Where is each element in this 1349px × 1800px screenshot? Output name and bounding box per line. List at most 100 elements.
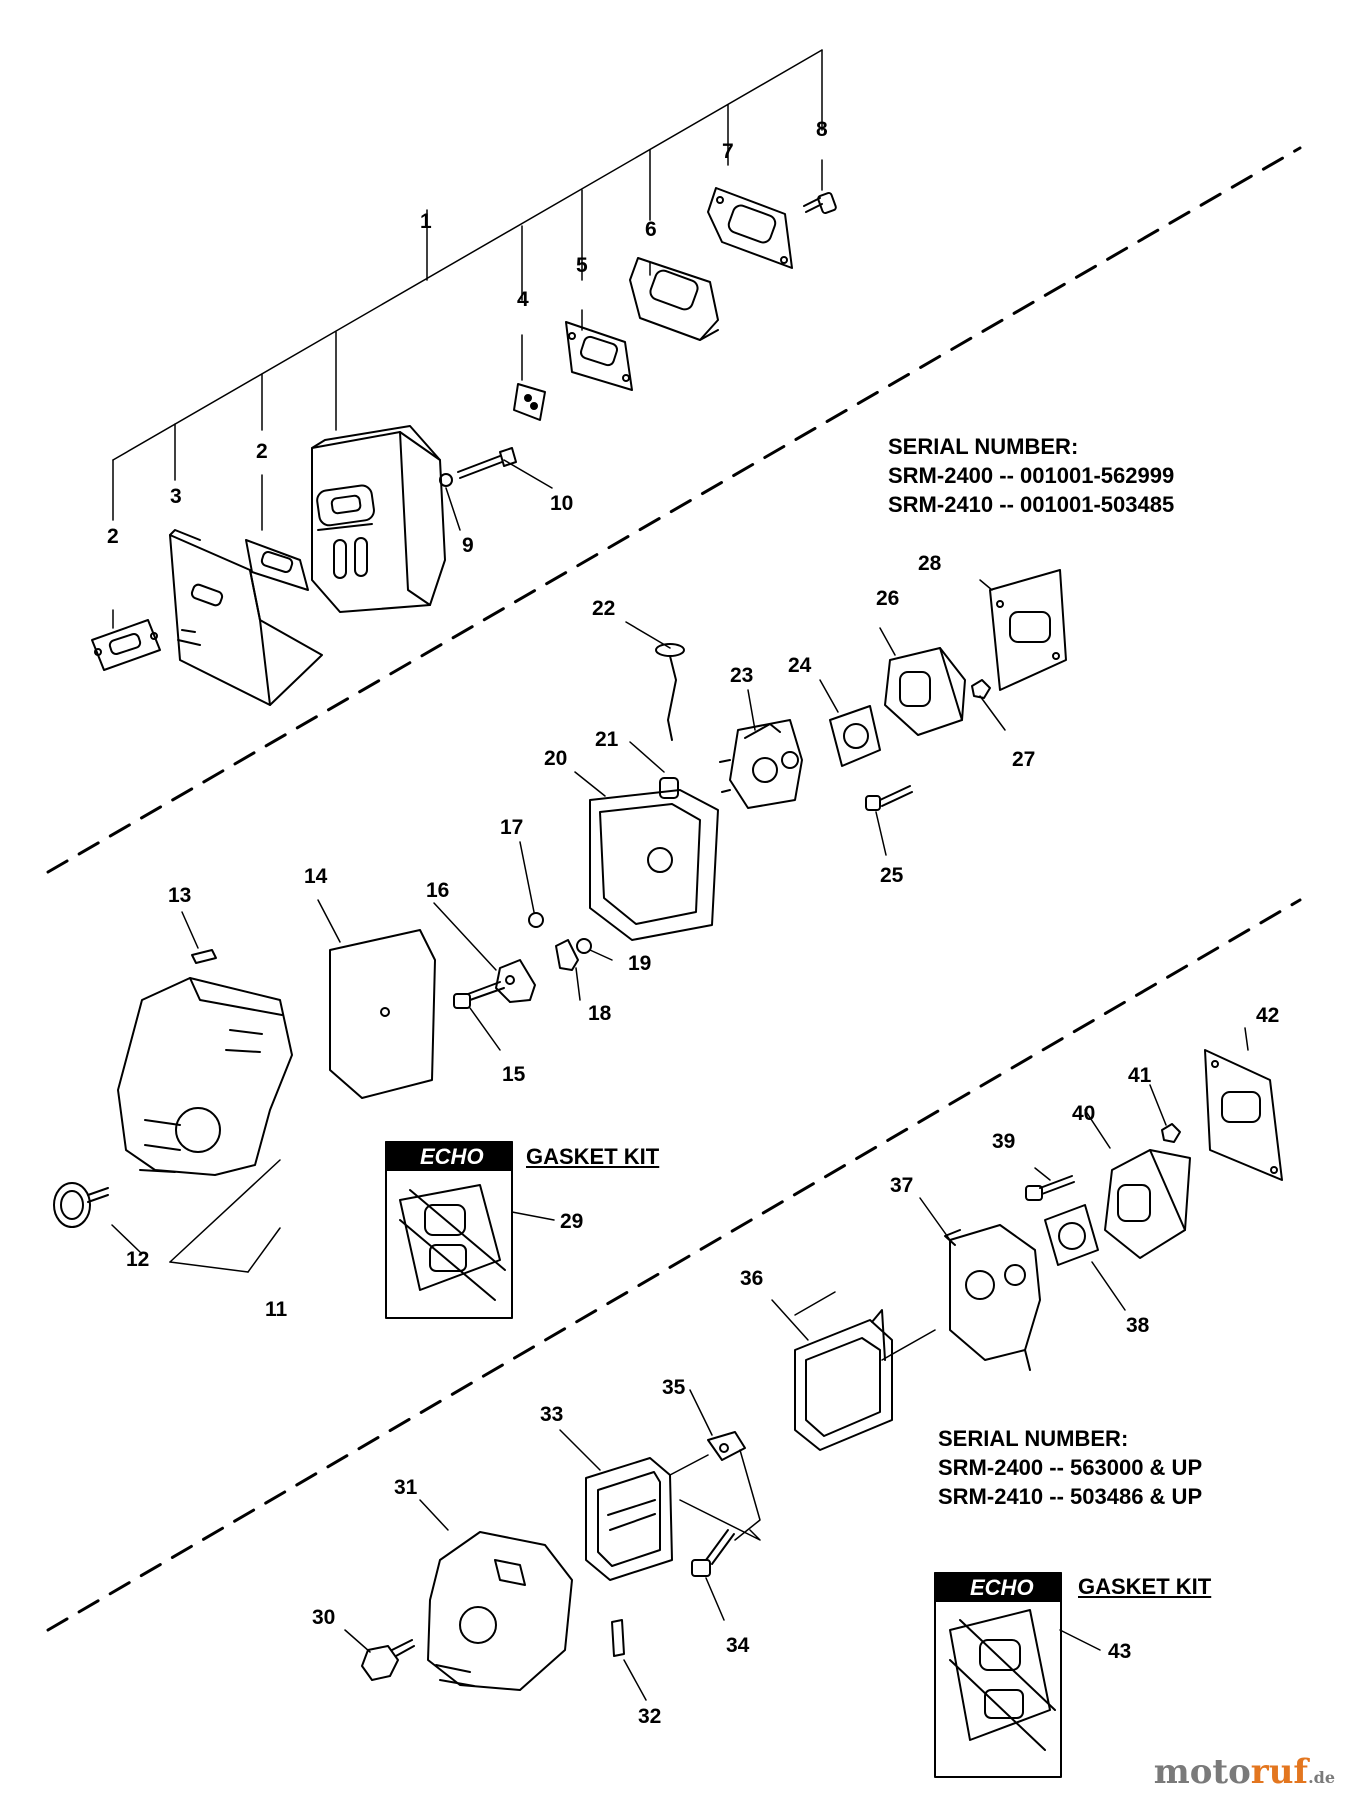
part-10-bolt — [457, 447, 517, 479]
part-20-air-filter-case — [589, 789, 719, 941]
gasket-kit-43-title: GASKET KIT — [1078, 1574, 1212, 1599]
part-39-bolt — [1025, 1175, 1075, 1201]
callout-35: 35 — [662, 1376, 686, 1399]
callout-2b: 2 — [256, 440, 268, 463]
part-6-cover-plate — [629, 257, 719, 341]
echo-logo-kit-29: ECHO — [420, 1144, 484, 1169]
callout-9: 9 — [462, 534, 474, 557]
part-26-insulator — [884, 647, 966, 736]
callout-3: 3 — [170, 485, 182, 508]
callout-4: 4 — [517, 288, 529, 311]
part-7-gasket — [707, 187, 793, 269]
callout-34: 34 — [726, 1634, 750, 1657]
part-4-screen — [513, 383, 546, 421]
callout-14: 14 — [304, 865, 328, 888]
callout-28: 28 — [918, 552, 942, 575]
part-8-bolt — [803, 191, 837, 215]
callout-43: 43 — [1108, 1640, 1131, 1663]
part-16-bracket — [495, 959, 536, 1003]
callout-41: 41 — [1128, 1064, 1152, 1087]
callout-36: 36 — [740, 1267, 763, 1290]
callout-19: 19 — [628, 952, 651, 975]
watermark-part1: moto — [1153, 1752, 1251, 1792]
part-37-carburetor — [944, 1224, 1041, 1371]
callout-18: 18 — [588, 1002, 612, 1025]
callout-16: 16 — [426, 879, 449, 902]
callout-24: 24 — [788, 654, 812, 677]
callout-21: 21 — [595, 728, 619, 751]
part-42-gasket — [1204, 1049, 1283, 1181]
part-32-label-tag — [611, 1619, 625, 1657]
gasket-kit-29-title: GASKET KIT — [526, 1144, 660, 1169]
callout-27: 27 — [1012, 748, 1035, 771]
callout-7: 7 — [722, 140, 734, 163]
gasket-kit-29-box — [385, 1141, 513, 1319]
callout-31: 31 — [394, 1476, 418, 1499]
serial-2-heading: SERIAL NUMBER: — [938, 1426, 1129, 1451]
watermark-part2: ruf — [1250, 1752, 1309, 1792]
serial-2-srm2400: SRM-2400 -- 563000 & UP — [938, 1455, 1203, 1480]
part-38-gasket — [1044, 1204, 1099, 1266]
callout-26: 26 — [876, 587, 899, 610]
part-14-filter — [329, 929, 436, 1099]
part-15-bolt — [453, 981, 505, 1009]
part-31-air-cleaner-cover — [427, 1531, 573, 1691]
part-2-gasket-middle — [245, 539, 309, 591]
part-34-bolt — [691, 1529, 735, 1577]
serial-block-1: SERIAL NUMBER: SRM-2400 -- 001001-562999… — [888, 432, 1174, 519]
part-36-air-filter-case — [794, 1309, 893, 1451]
watermark-suffix: .de — [1308, 1768, 1335, 1787]
part-28-gasket — [989, 569, 1067, 691]
part-41-nut — [1161, 1123, 1181, 1143]
callout-8: 8 — [816, 118, 828, 141]
serial-1-heading: SERIAL NUMBER: — [888, 434, 1079, 459]
callout-20: 20 — [544, 747, 567, 770]
part-5-gasket — [565, 321, 633, 391]
callout-12a: 12 — [126, 1248, 149, 1271]
callout-40: 40 — [1072, 1102, 1095, 1125]
callout-30: 30 — [312, 1606, 335, 1629]
callout-labels: 1 2 2 2 3 4 5 6 7 8 9 10 11 12 12 13 14 … — [107, 118, 1279, 1728]
callout-17: 17 — [500, 816, 523, 839]
callout-1: 1 — [420, 210, 432, 233]
part-17-washer — [528, 912, 544, 928]
part-13-label-tag — [191, 949, 217, 964]
callout-5: 5 — [576, 254, 588, 277]
part-35-bracket — [707, 1431, 746, 1461]
callout-33: 33 — [540, 1403, 563, 1426]
leader-lines — [111, 459, 1249, 1701]
part-19-washer — [576, 938, 592, 954]
part-33-filter — [585, 1457, 673, 1581]
callout-25: 25 — [880, 864, 904, 887]
echo-logo-kit-43: ECHO — [970, 1575, 1034, 1600]
callout-39: 39 — [992, 1130, 1015, 1153]
part-24-gasket — [829, 705, 881, 767]
part-21-grommet — [659, 777, 679, 799]
part-23-carburetor — [719, 719, 803, 809]
gasket-kit-43-box — [934, 1572, 1062, 1778]
serial-block-2: SERIAL NUMBER: SRM-2400 -- 563000 & UP S… — [938, 1424, 1202, 1511]
callout-10: 10 — [550, 492, 573, 515]
serial-2-srm2410: SRM-2410 -- 503486 & UP — [938, 1484, 1203, 1509]
motoruf-watermark: motoruf.de — [1154, 1752, 1335, 1792]
part-12-knob — [53, 1182, 109, 1228]
callout-23: 23 — [730, 664, 753, 687]
part-25-bolt — [865, 785, 913, 811]
callout-6: 6 — [645, 218, 657, 241]
serial-1-srm2410: SRM-2410 -- 001001-503485 — [888, 492, 1175, 517]
part-30-knob — [361, 1639, 415, 1681]
serial-1-srm2400: SRM-2400 -- 001001-562999 — [888, 463, 1175, 488]
callout-22: 22 — [592, 597, 615, 620]
part-22-choke-knob — [655, 643, 685, 741]
section-divider-1 — [46, 146, 1302, 874]
callout-32: 32 — [638, 1705, 661, 1728]
callout-13: 13 — [168, 884, 191, 907]
part-2-gasket-left — [91, 619, 161, 671]
callout-29: 29 — [560, 1210, 583, 1233]
callout-42: 42 — [1256, 1004, 1279, 1027]
section-divider-2 — [46, 898, 1302, 1632]
part-3-muffler-plate — [169, 529, 323, 706]
part-40-insulator — [1104, 1149, 1191, 1259]
